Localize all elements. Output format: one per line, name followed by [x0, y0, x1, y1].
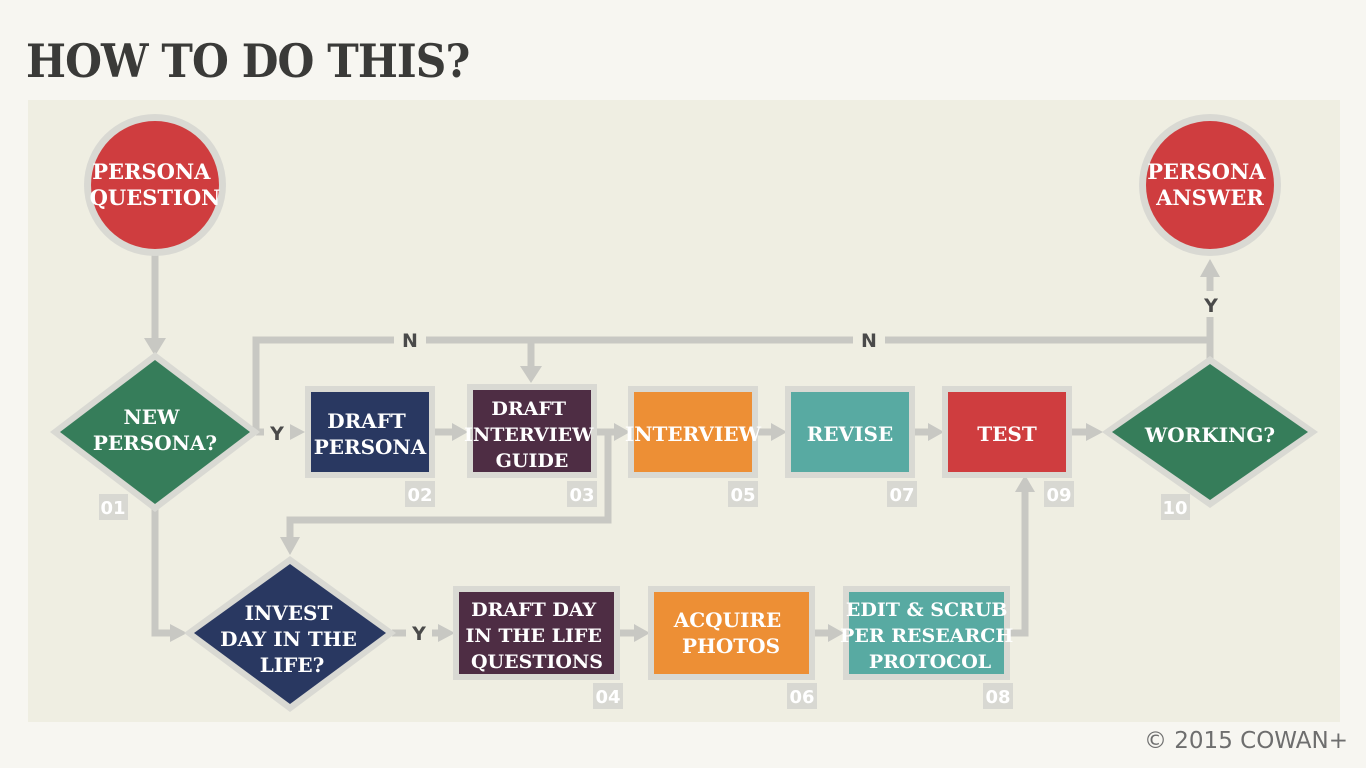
node-edit-scrub: EDIT & SCRUB PER RESEARCH PROTOCOL 08: [840, 586, 1020, 709]
node-test: TEST 09: [942, 386, 1074, 507]
step-number-04: 04: [595, 687, 620, 708]
draft-day-line-3: QUESTIONS: [471, 651, 603, 673]
svg-text:PERSONA ANSWER: PERSONA ANSWER: [1147, 159, 1273, 210]
step-number-02: 02: [407, 485, 432, 506]
edge-label-no-1: N: [402, 330, 418, 352]
edge-label-no-2: N: [861, 330, 877, 352]
draft-guide-line-1: DRAFT: [491, 398, 566, 420]
node-invest-day: INVEST DAY IN THE LIFE?: [184, 556, 396, 712]
draft-day-line-2: IN THE LIFE: [466, 625, 602, 647]
node-draft-day-questions: DRAFT DAY IN THE LIFE QUESTIONS 04: [453, 586, 623, 709]
edit-scrub-line-3: PROTOCOL: [869, 651, 991, 673]
new-persona-line-1: NEW: [124, 405, 181, 429]
svg-text:INVEST DAY IN THE: INVEST DAY IN THE LIFE?: [220, 601, 364, 677]
invest-day-line-2: DAY IN THE: [220, 627, 357, 651]
svg-text:ACQUIRE PHOTOS: ACQUIRE PHOTOS: [673, 608, 789, 658]
node-interview: INTERVIEW 05: [625, 386, 762, 507]
svg-text:DRAFT INTERVIEW GU: DRAFT INTERVIEW GUIDE: [464, 398, 600, 472]
node-working: WORKING? 10: [1102, 356, 1318, 520]
persona-answer-line-1: PERSONA: [1147, 159, 1266, 184]
connectors: [144, 255, 1220, 642]
draft-persona-line-2: PERSONA: [314, 435, 427, 459]
svg-text:EDIT & SCRUB PER RESEARC: EDIT & SCRUB PER RESEARCH PROTOCOL: [840, 599, 1020, 673]
step-number-10: 10: [1162, 498, 1187, 519]
svg-text:DRAFT DAY IN THE LIFE: DRAFT DAY IN THE LIFE QUESTIONS: [466, 599, 609, 673]
step-number-07: 07: [889, 485, 914, 506]
working-label: WORKING?: [1144, 423, 1275, 447]
edge-label-yes-2: Y: [411, 623, 426, 645]
node-persona-answer: PERSONA ANSWER: [1139, 114, 1281, 256]
edge-labels: N N Y Y Y: [264, 291, 1224, 645]
draft-day-line-1: DRAFT DAY: [471, 599, 597, 621]
edit-scrub-line-2: PER RESEARCH: [840, 625, 1013, 647]
connector-edit-to-test: [1007, 490, 1029, 637]
acquire-photos-line-1: ACQUIRE: [673, 608, 782, 632]
test-label: TEST: [977, 422, 1037, 446]
invest-day-line-3: LIFE?: [260, 653, 325, 677]
node-draft-persona: DRAFT PERSONA 02: [305, 386, 435, 507]
step-number-06: 06: [789, 687, 814, 708]
node-new-persona: NEW PERSONA? 01: [50, 352, 260, 520]
step-number-05: 05: [730, 485, 755, 506]
node-revise: REVISE 07: [785, 386, 917, 507]
node-persona-question: PERSONA QUESTION: [84, 114, 226, 256]
step-number-09: 09: [1046, 485, 1071, 506]
svg-text:DRAFT PERSONA: DRAFT PERSONA: [314, 409, 427, 459]
edit-scrub-line-1: EDIT & SCRUB: [846, 599, 1008, 621]
invest-day-line-1: INVEST: [245, 601, 333, 625]
edge-label-yes-3: Y: [1203, 295, 1218, 317]
node-acquire-photos: ACQUIRE PHOTOS 06: [648, 586, 817, 709]
svg-text:NEW PERSONA?: NEW PERSONA?: [93, 405, 217, 455]
draft-guide-line-2: INTERVIEW: [464, 424, 594, 446]
connector-guide-to-invest: [286, 432, 612, 538]
interview-label: INTERVIEW: [625, 422, 762, 446]
copyright-notice: © 2015 COWAN+: [1143, 728, 1348, 754]
connector-new-to-invest: [151, 508, 170, 637]
edge-label-yes-1: Y: [269, 423, 284, 445]
svg-text:PERSONA QUESTION: PERSONA QUESTION: [90, 159, 221, 210]
new-persona-line-2: PERSONA?: [93, 431, 217, 455]
page-title: HOW TO DO THIS?: [26, 34, 470, 88]
persona-answer-line-2: ANSWER: [1155, 185, 1264, 210]
draft-persona-line-1: DRAFT: [327, 409, 406, 433]
draft-guide-line-3: GUIDE: [496, 450, 569, 472]
revise-label: REVISE: [807, 422, 893, 446]
step-number-01: 01: [100, 498, 125, 519]
acquire-photos-line-2: PHOTOS: [682, 634, 780, 658]
node-draft-interview-guide: DRAFT INTERVIEW GUIDE 03: [464, 384, 600, 507]
step-number-08: 08: [985, 687, 1010, 708]
persona-question-line-1: PERSONA: [92, 159, 211, 184]
step-number-03: 03: [569, 485, 594, 506]
persona-question-line-2: QUESTION: [90, 185, 221, 210]
